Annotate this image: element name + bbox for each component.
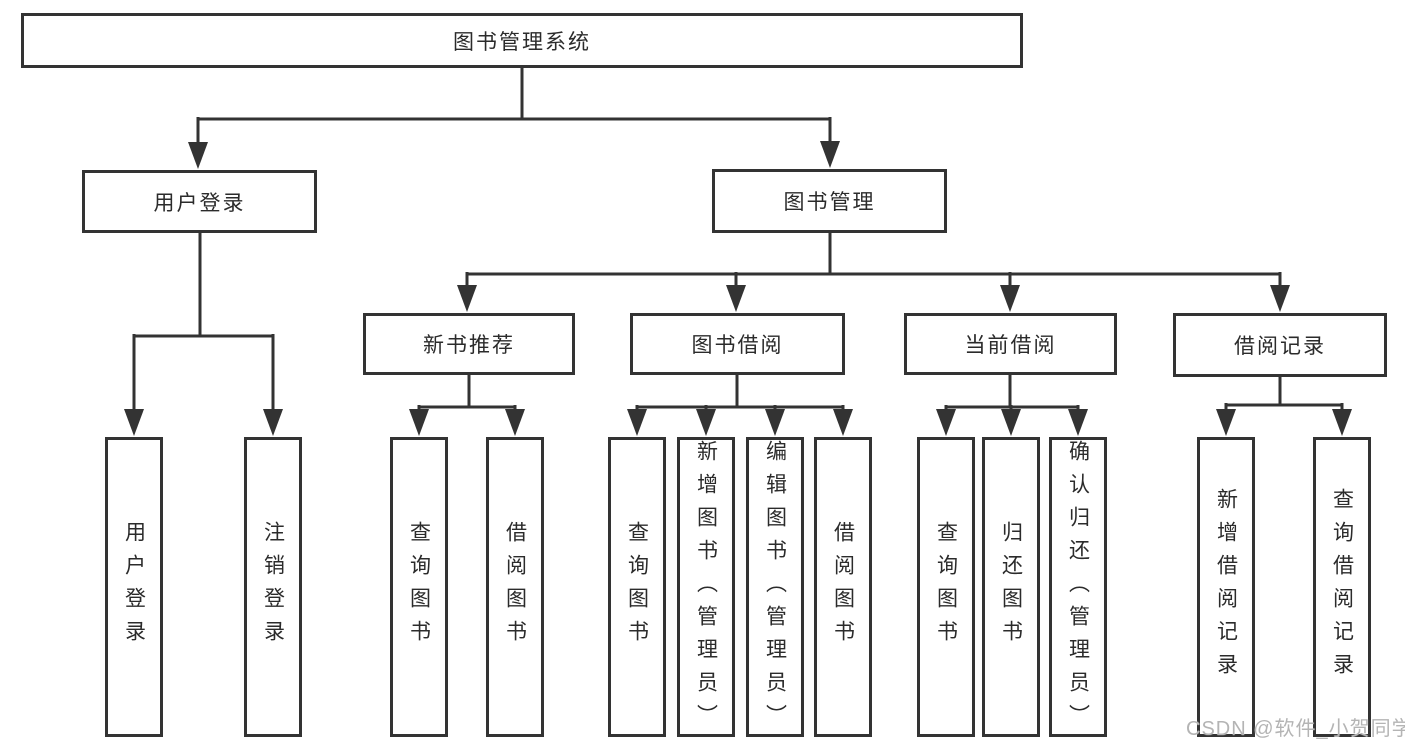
leaf-logout: 注销登录 — [244, 437, 302, 737]
leaf-label: 新增图书（管理员） — [694, 440, 718, 737]
leaf-query-books-borrow: 查询图书 — [608, 437, 666, 737]
csdn-watermark: CSDN @软件_小贺同学 — [1186, 718, 1405, 740]
leaf-label: 查询图书 — [407, 521, 431, 653]
leaf-add-borrow-record: 新增借阅记录 — [1197, 437, 1255, 737]
node-root-label: 图书管理系统 — [453, 30, 591, 54]
node-label: 图书借阅 — [691, 334, 784, 357]
node-current-borrow: 当前借阅 — [904, 313, 1117, 375]
node-new-book-recommend: 新书推荐 — [363, 313, 575, 375]
leaf-label: 借阅图书 — [503, 521, 527, 653]
node-label: 图书管理 — [783, 191, 876, 214]
node-book-borrow: 图书借阅 — [630, 313, 845, 375]
leaf-label: 确认归还（管理员） — [1066, 440, 1090, 737]
leaf-label: 借阅图书 — [831, 521, 855, 653]
node-label: 用户登录 — [153, 191, 246, 215]
node-label: 借阅记录 — [1234, 335, 1326, 358]
leaf-label: 查询借阅记录 — [1330, 488, 1354, 686]
leaf-edit-books-admin: 编辑图书（管理员） — [746, 437, 804, 737]
leaf-query-books-recommend: 查询图书 — [390, 437, 448, 737]
node-user-login-branch: 用户登录 — [82, 170, 317, 233]
node-label: 新书推荐 — [423, 334, 515, 357]
node-borrow-records: 借阅记录 — [1173, 313, 1387, 377]
node-label: 当前借阅 — [964, 334, 1057, 357]
leaf-label: 用户登录 — [122, 521, 146, 653]
leaf-label: 查询图书 — [625, 521, 649, 653]
leaf-add-books-admin: 新增图书（管理员） — [677, 437, 735, 737]
leaf-label: 编辑图书（管理员） — [763, 440, 787, 737]
node-root-system: 图书管理系统 — [21, 13, 1023, 68]
leaf-label: 注销登录 — [261, 521, 285, 653]
leaf-borrow-books-recommend: 借阅图书 — [486, 437, 544, 737]
leaf-confirm-return-admin: 确认归还（管理员） — [1049, 437, 1107, 737]
leaf-query-borrow-record: 查询借阅记录 — [1313, 437, 1371, 737]
node-book-management-branch: 图书管理 — [712, 169, 947, 233]
leaf-label: 查询图书 — [934, 521, 958, 653]
leaf-borrow-books: 借阅图书 — [814, 437, 872, 737]
leaf-label: 新增借阅记录 — [1214, 488, 1238, 686]
leaf-user-login: 用户登录 — [105, 437, 163, 737]
leaf-query-books-current: 查询图书 — [917, 437, 975, 737]
leaf-return-books: 归还图书 — [982, 437, 1040, 737]
leaf-label: 归还图书 — [999, 521, 1023, 653]
